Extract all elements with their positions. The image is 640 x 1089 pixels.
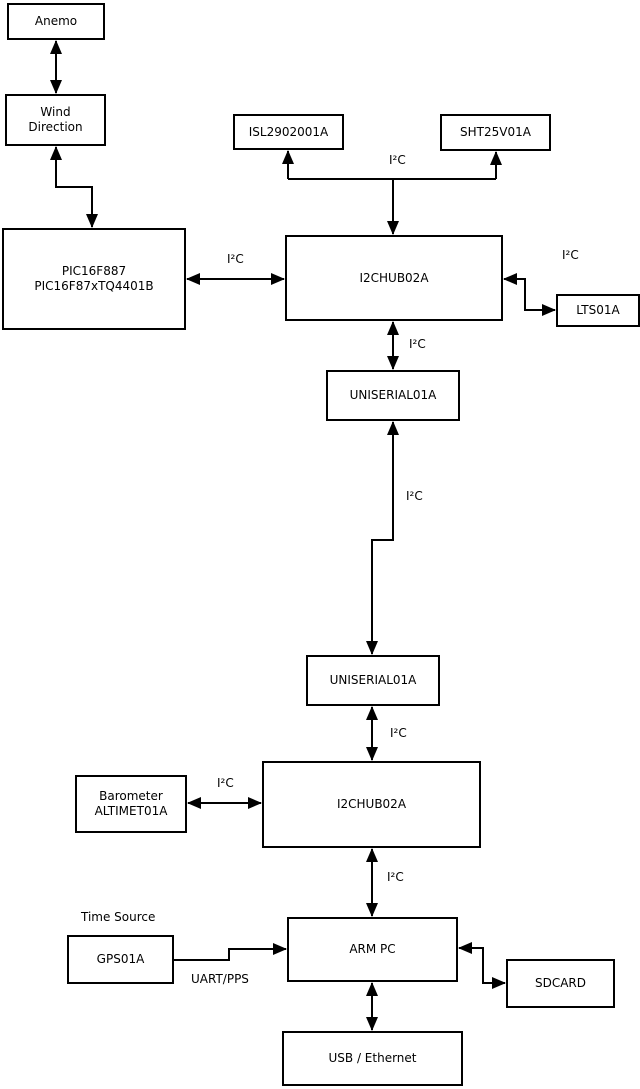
box-lts01a: LTS01A — [556, 294, 640, 327]
box-usb-ethernet: USB / Ethernet — [282, 1031, 463, 1086]
label-i2c-uniserial-hub: I²C — [390, 726, 407, 740]
box-i2chub02a-bottom: I2CHUB02A — [262, 761, 481, 848]
box-isl2902001a: ISL2902001A — [233, 114, 344, 150]
box-gps01a: GPS01A — [67, 935, 174, 984]
label-time-source: Time Source — [81, 910, 156, 924]
box-sdcard: SDCARD — [506, 959, 615, 1008]
connector-gps-armpc — [174, 943, 287, 961]
box-uniserial01a-top: UNISERIAL01A — [326, 370, 460, 421]
label-uart-pps: UART/PPS — [191, 972, 249, 986]
box-barometer-altimet01a: Barometer ALTIMET01A — [75, 775, 187, 833]
box-i2chub02a-top: I2CHUB02A — [285, 235, 503, 321]
box-arm-pc: ARM PC — [287, 917, 458, 982]
connector-uniserialtop-uniserialbottom — [366, 421, 399, 655]
label-i2c-pic-hub: I²C — [227, 252, 244, 266]
box-pic16f887: PIC16F887 PIC16F87xTQ4401B — [2, 228, 186, 330]
connector-winddirection-pic — [50, 146, 98, 228]
label-i2c-sensors: I²C — [389, 153, 406, 167]
label-i2c-barometer: I²C — [217, 776, 234, 790]
connector-hubtop-lts — [503, 273, 556, 316]
label-i2c-hub-uniserial: I²C — [409, 337, 426, 351]
box-wind-direction: Wind Direction — [5, 94, 106, 146]
connector-armpc-sdcard — [458, 942, 506, 989]
label-i2c-long-link: I²C — [406, 489, 423, 503]
label-i2c-hub-arm: I²C — [387, 870, 404, 884]
label-i2c-lts: I²C — [562, 248, 579, 262]
box-uniserial01a-bottom: UNISERIAL01A — [306, 655, 440, 706]
box-anemo: Anemo — [7, 3, 105, 40]
box-sht25v01a: SHT25V01A — [440, 114, 551, 151]
